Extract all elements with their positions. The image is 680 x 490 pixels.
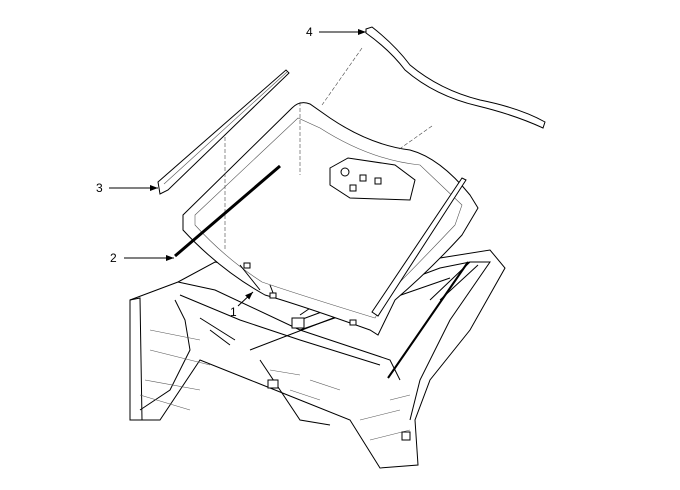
callout-1: 1 [230,305,237,319]
upper-molding-part-4 [365,26,546,129]
callout-3: 3 [96,181,103,195]
windshield-glass [182,102,479,336]
side-strip-part-2 [174,164,281,258]
callout-arrows [109,29,366,307]
side-molding-part-3 [157,69,290,195]
callout-4: 4 [306,25,313,39]
callout-2: 2 [110,251,117,265]
